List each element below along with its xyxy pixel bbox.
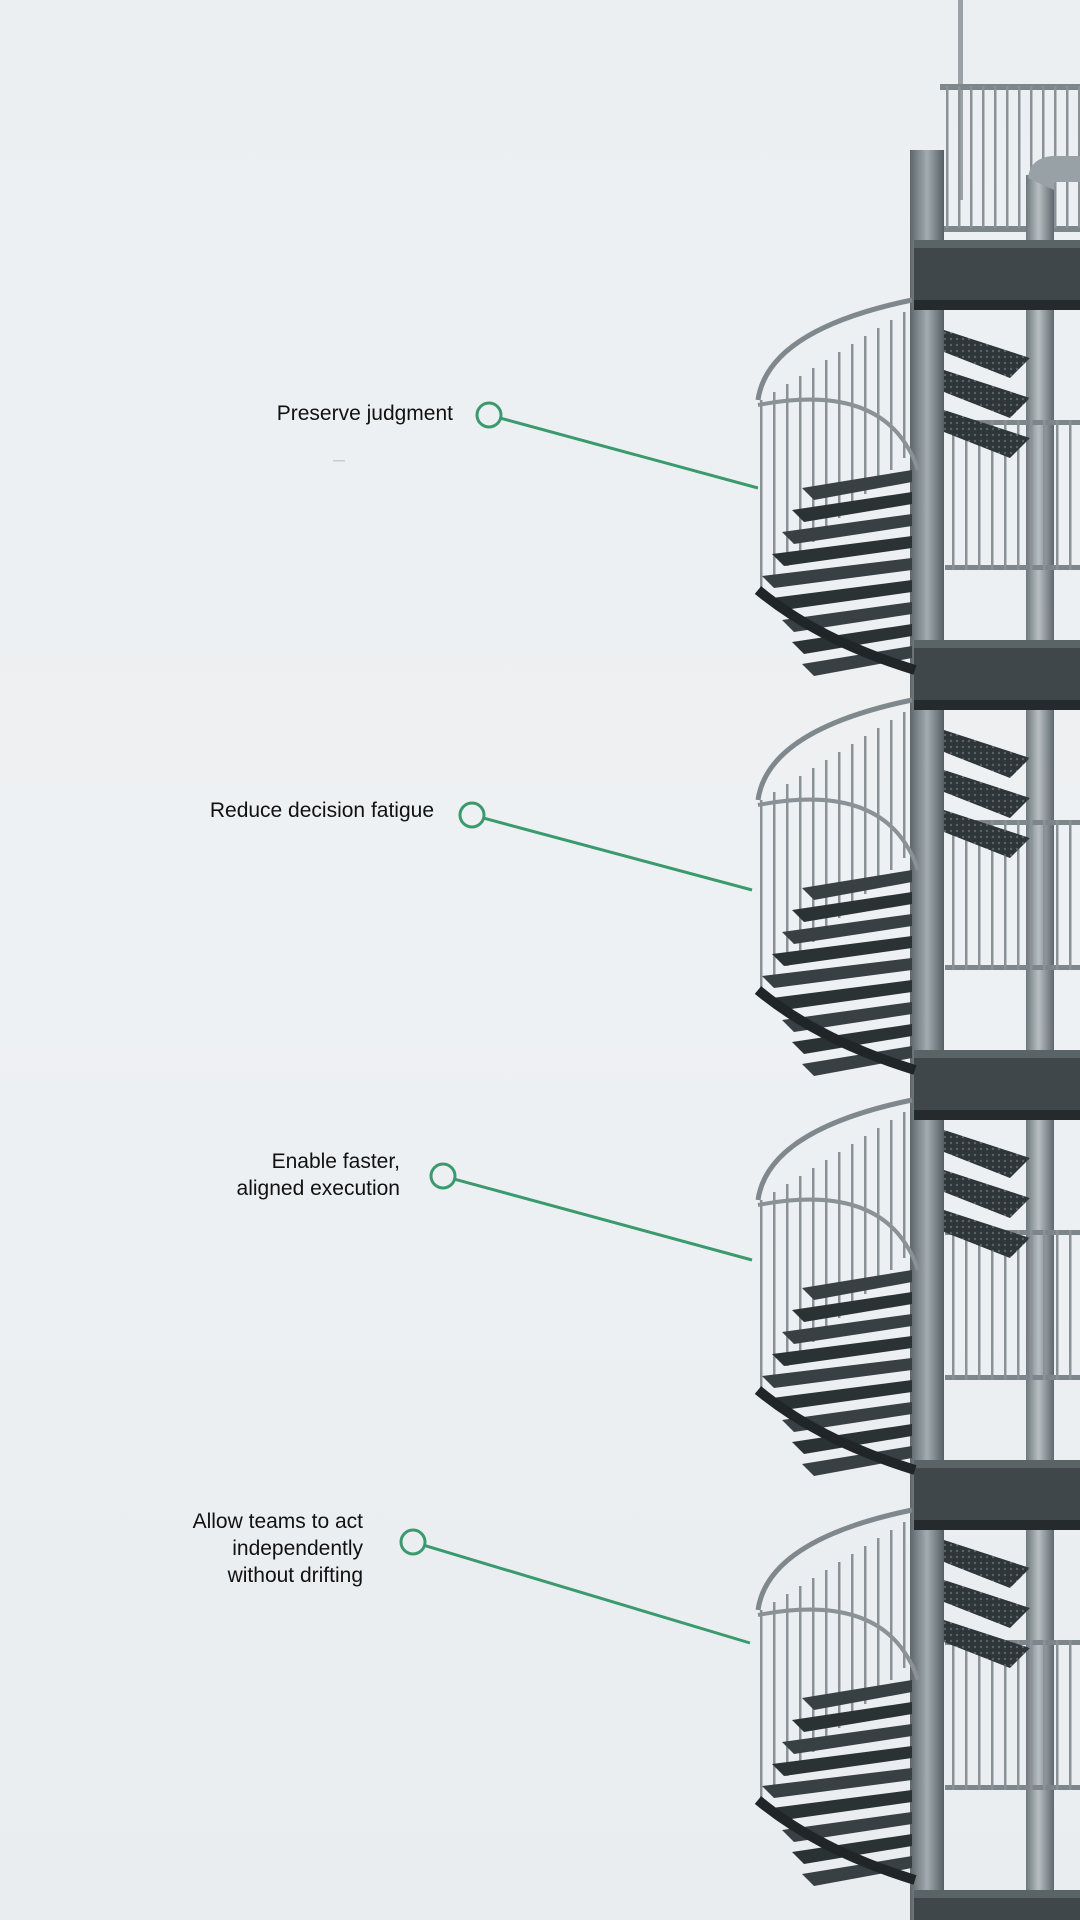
central-column — [910, 150, 944, 1920]
callout-connector — [475, 401, 759, 490]
spiral-flight — [754, 1507, 1030, 1886]
callout-marker-circle — [429, 1162, 457, 1190]
landing-platform — [914, 240, 1080, 570]
small-dash — [333, 460, 345, 462]
stair-flights — [754, 240, 1080, 1920]
drain-pipe-elbow — [1028, 156, 1080, 190]
spiral-flight — [754, 1097, 1030, 1476]
callout-marker-circle — [399, 1528, 427, 1556]
callout-marker-circle — [458, 801, 486, 829]
callout-label-enable-faster-execution: Enable faster, aligned execution — [236, 1150, 400, 1200]
callout-label-allow-teams: Allow teams to act independently without… — [192, 1510, 363, 1587]
callout-connector — [429, 1162, 753, 1262]
callout-connector — [458, 801, 753, 892]
callout-label-preserve-judgment: Preserve judgment — [276, 402, 453, 425]
landing-platform — [914, 1890, 1080, 1920]
callout-connector — [399, 1528, 751, 1645]
spiral-flight — [754, 297, 1030, 676]
callout-marker-circle — [475, 401, 503, 429]
spiral-flight — [754, 697, 1030, 1076]
callout-connectors — [399, 401, 759, 1645]
callout-label-reduce-decision-fatigue: Reduce decision fatigue — [209, 799, 434, 822]
landing-platform — [914, 640, 1080, 970]
